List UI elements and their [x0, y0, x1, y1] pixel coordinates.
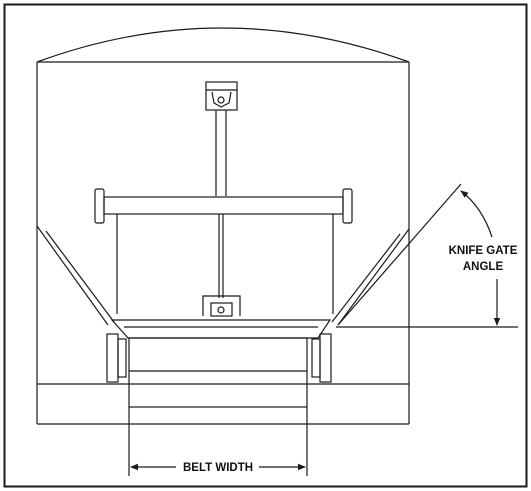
cross-beam — [103, 196, 344, 215]
knife-gate-label-line2: ANGLE — [463, 261, 504, 273]
hood-roof — [36, 27, 410, 63]
clamp-nut — [210, 302, 233, 317]
actuator-pin — [217, 96, 225, 104]
knife-gate-label-line1: KNIFE GATE — [449, 245, 518, 257]
actuator-yoke — [211, 91, 232, 108]
right-idler — [319, 333, 332, 383]
right-idler-flange — [311, 338, 321, 378]
right-slope-inner — [331, 233, 401, 323]
left-idler — [106, 333, 119, 383]
drawing-border — [3, 3, 528, 488]
left-idler-flange — [117, 338, 127, 378]
actuator-bracket — [205, 81, 238, 111]
right-slope — [337, 228, 410, 326]
belt-section — [128, 337, 308, 408]
beam-flange-left — [94, 188, 105, 224]
angle-extension — [337, 183, 462, 326]
left-slope — [36, 225, 109, 326]
gate-clamp — [202, 295, 241, 316]
angle-arc-upper — [460, 190, 493, 238]
left-slope-inner — [45, 230, 115, 323]
belt-width-label: BELT WIDTH — [183, 462, 253, 474]
beam-flange-right — [342, 188, 353, 224]
gate-tray — [110, 319, 332, 339]
